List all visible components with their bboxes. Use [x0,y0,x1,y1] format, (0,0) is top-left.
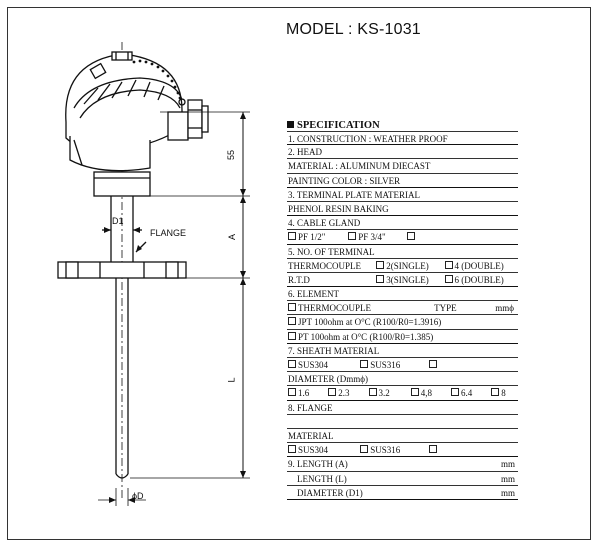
checkbox-element-tc[interactable] [288,303,296,312]
spec-row: 6. ELEMENT [287,287,518,302]
checkbox-tc-single[interactable] [376,260,385,269]
dim-l-label: L [226,377,237,383]
page-frame [7,7,591,540]
checkbox-d-2-3[interactable] [328,388,337,397]
dim-phid-label: ϕD [132,491,144,501]
spec-row: DIAMETER (Dmmϕ) [287,372,518,387]
spec-row: 2. HEAD [287,145,518,160]
spec-row: THERMOCOUPLE 2(SINGLE) 4 (DOUBLE) [287,259,518,273]
neck [93,171,151,197]
checkbox-d-3-2[interactable] [368,388,377,397]
checkbox-d-1-6[interactable] [288,388,296,397]
spec-row: 4. CABLE GLAND [287,216,518,231]
spec-row: SUS304 SUS316 [287,358,518,373]
checkbox-flange-sus304[interactable] [288,445,296,454]
dim-a-label: A [227,233,238,241]
checkbox-d-6-4[interactable] [451,388,459,397]
model-title: MODEL : KS-1031 [286,21,421,38]
spec-row: 7. SHEATH MATERIAL [287,344,518,358]
checkbox-flange-other[interactable] [428,445,437,454]
checkbox-tc-double[interactable] [444,260,453,269]
checkbox-flange-sus316[interactable] [360,445,369,454]
spec-row: SUS304 SUS316 [287,443,518,458]
spec-row: PAINTING COLOR : SILVER [287,174,518,188]
spec-row: 1. CONSTRUCTION : WEATHER PROOF [287,131,518,146]
checkbox-rtd-double[interactable] [444,274,453,283]
spec-row: JPT 100ohm at O°C (R100/R0=1.3916) [287,315,518,330]
checkbox-pf-threequarter[interactable] [348,232,357,241]
checkbox-pt[interactable] [288,331,296,340]
spec-row: PF 1/2" PF 3/4" [287,230,518,245]
spec-row: R.T.D 3(SINGLE) 6 (DOUBLE) [287,273,518,288]
spec-row: 3. TERMINAL PLATE MATERIAL [287,188,518,202]
spec-row: DIAMETER (D1)mm [287,486,518,500]
spec-row [287,415,518,429]
checkbox-rtd-single[interactable] [376,274,385,283]
checkbox-sheath-other[interactable] [428,360,437,368]
flange-label: FLANGE [150,228,187,238]
checkbox-d-8[interactable] [491,388,500,397]
dim-55-label: 55 [226,149,237,161]
spec-row: MATERIAL : ALUMINUM DIECAST [287,159,518,174]
spec-row: THERMOCOUPLE TYPE mmϕ [287,301,518,316]
spec-row: 9. LENGTH (A)mm [287,457,518,472]
spec-table: 1. CONSTRUCTION : WEATHER PROOF 2. HEAD … [287,131,518,500]
square-icon [287,121,294,128]
spec-row: PHENOL RESIN BAKING [287,202,518,217]
spec-row: LENGTH (L)mm [287,472,518,486]
spec-row: 1.6 2.3 3.2 4,8 6.4 8 [287,386,518,401]
d1-label: D1 [112,216,124,226]
checkbox-pf-half[interactable] [288,232,296,241]
checkbox-sheath-sus316[interactable] [360,360,369,368]
checkbox-pf-other[interactable] [406,232,415,241]
checkbox-sheath-sus304[interactable] [288,360,296,368]
spec-row: 8. FLANGE [287,401,518,415]
flange [57,261,187,279]
head-dome [65,53,183,151]
checkbox-d-4-8[interactable] [410,388,419,397]
checkbox-jpt[interactable] [288,317,296,326]
spec-row: MATERIAL [287,429,518,444]
spec-row: 5. NO. OF TERMINAL [287,245,518,259]
spec-title: SPECIFICATION [287,120,380,131]
spec-row: PT 100ohm at O°C (R100/R0=1.385) [287,330,518,344]
